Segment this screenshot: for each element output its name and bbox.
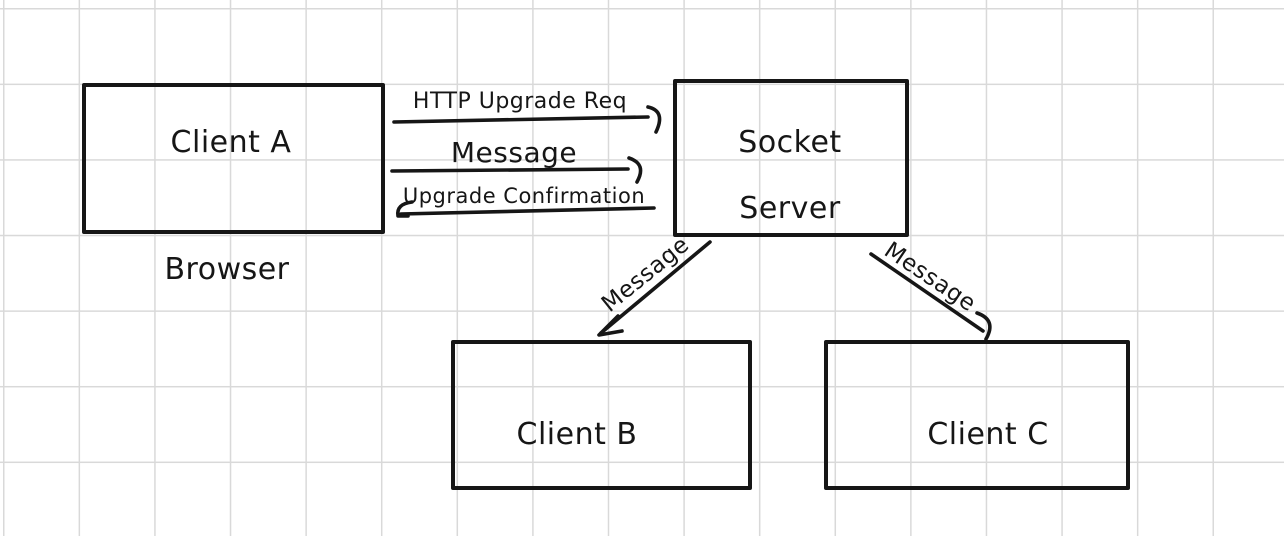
arrowhead-down-left-icon (597, 314, 624, 337)
arrow-line (392, 115, 650, 124)
arrow-label: Message (597, 232, 694, 318)
socket-server-label-line1: Socket (738, 125, 841, 160)
arrowhead-left-icon (395, 200, 414, 218)
node-socket-server: Socket Server (673, 79, 909, 237)
arrow-line (390, 167, 630, 173)
socket-server-label-line2: Server (739, 191, 841, 226)
arrow-message-to-server: Message (390, 136, 643, 184)
client-a-label: Client A (171, 125, 292, 160)
arrow-label: Upgrade Confirmation (403, 184, 645, 208)
socket-server-box (673, 79, 909, 237)
arrowhead-right-icon (646, 105, 662, 134)
client-a-caption: Browser (164, 252, 289, 287)
client-b-label: Client B (517, 417, 638, 452)
node-client-b: Client B (451, 340, 752, 490)
client-a-box (82, 83, 385, 234)
arrow-http-upgrade-req: HTTP Upgrade Req (392, 89, 662, 134)
arrowhead-right-icon (627, 156, 643, 184)
arrow-line (399, 206, 656, 216)
arrow-label: HTTP Upgrade Req (413, 89, 627, 114)
arrow-message-to-client-c: Message (869, 237, 992, 341)
arrow-label: Message (451, 136, 577, 169)
arrow-line (869, 252, 985, 333)
client-c-label: Client C (927, 417, 1048, 452)
arrow-label: Message (879, 237, 980, 317)
arrow-line (599, 240, 712, 335)
node-client-a: Client A Browser (82, 83, 385, 287)
arrowhead-down-right-icon (975, 311, 992, 341)
client-c-box (824, 340, 1130, 490)
client-b-box (451, 340, 752, 490)
arrow-message-to-client-b: Message (597, 232, 712, 337)
node-client-c: Client C (824, 340, 1130, 490)
arrow-upgrade-confirmation: Upgrade Confirmation (395, 184, 656, 218)
